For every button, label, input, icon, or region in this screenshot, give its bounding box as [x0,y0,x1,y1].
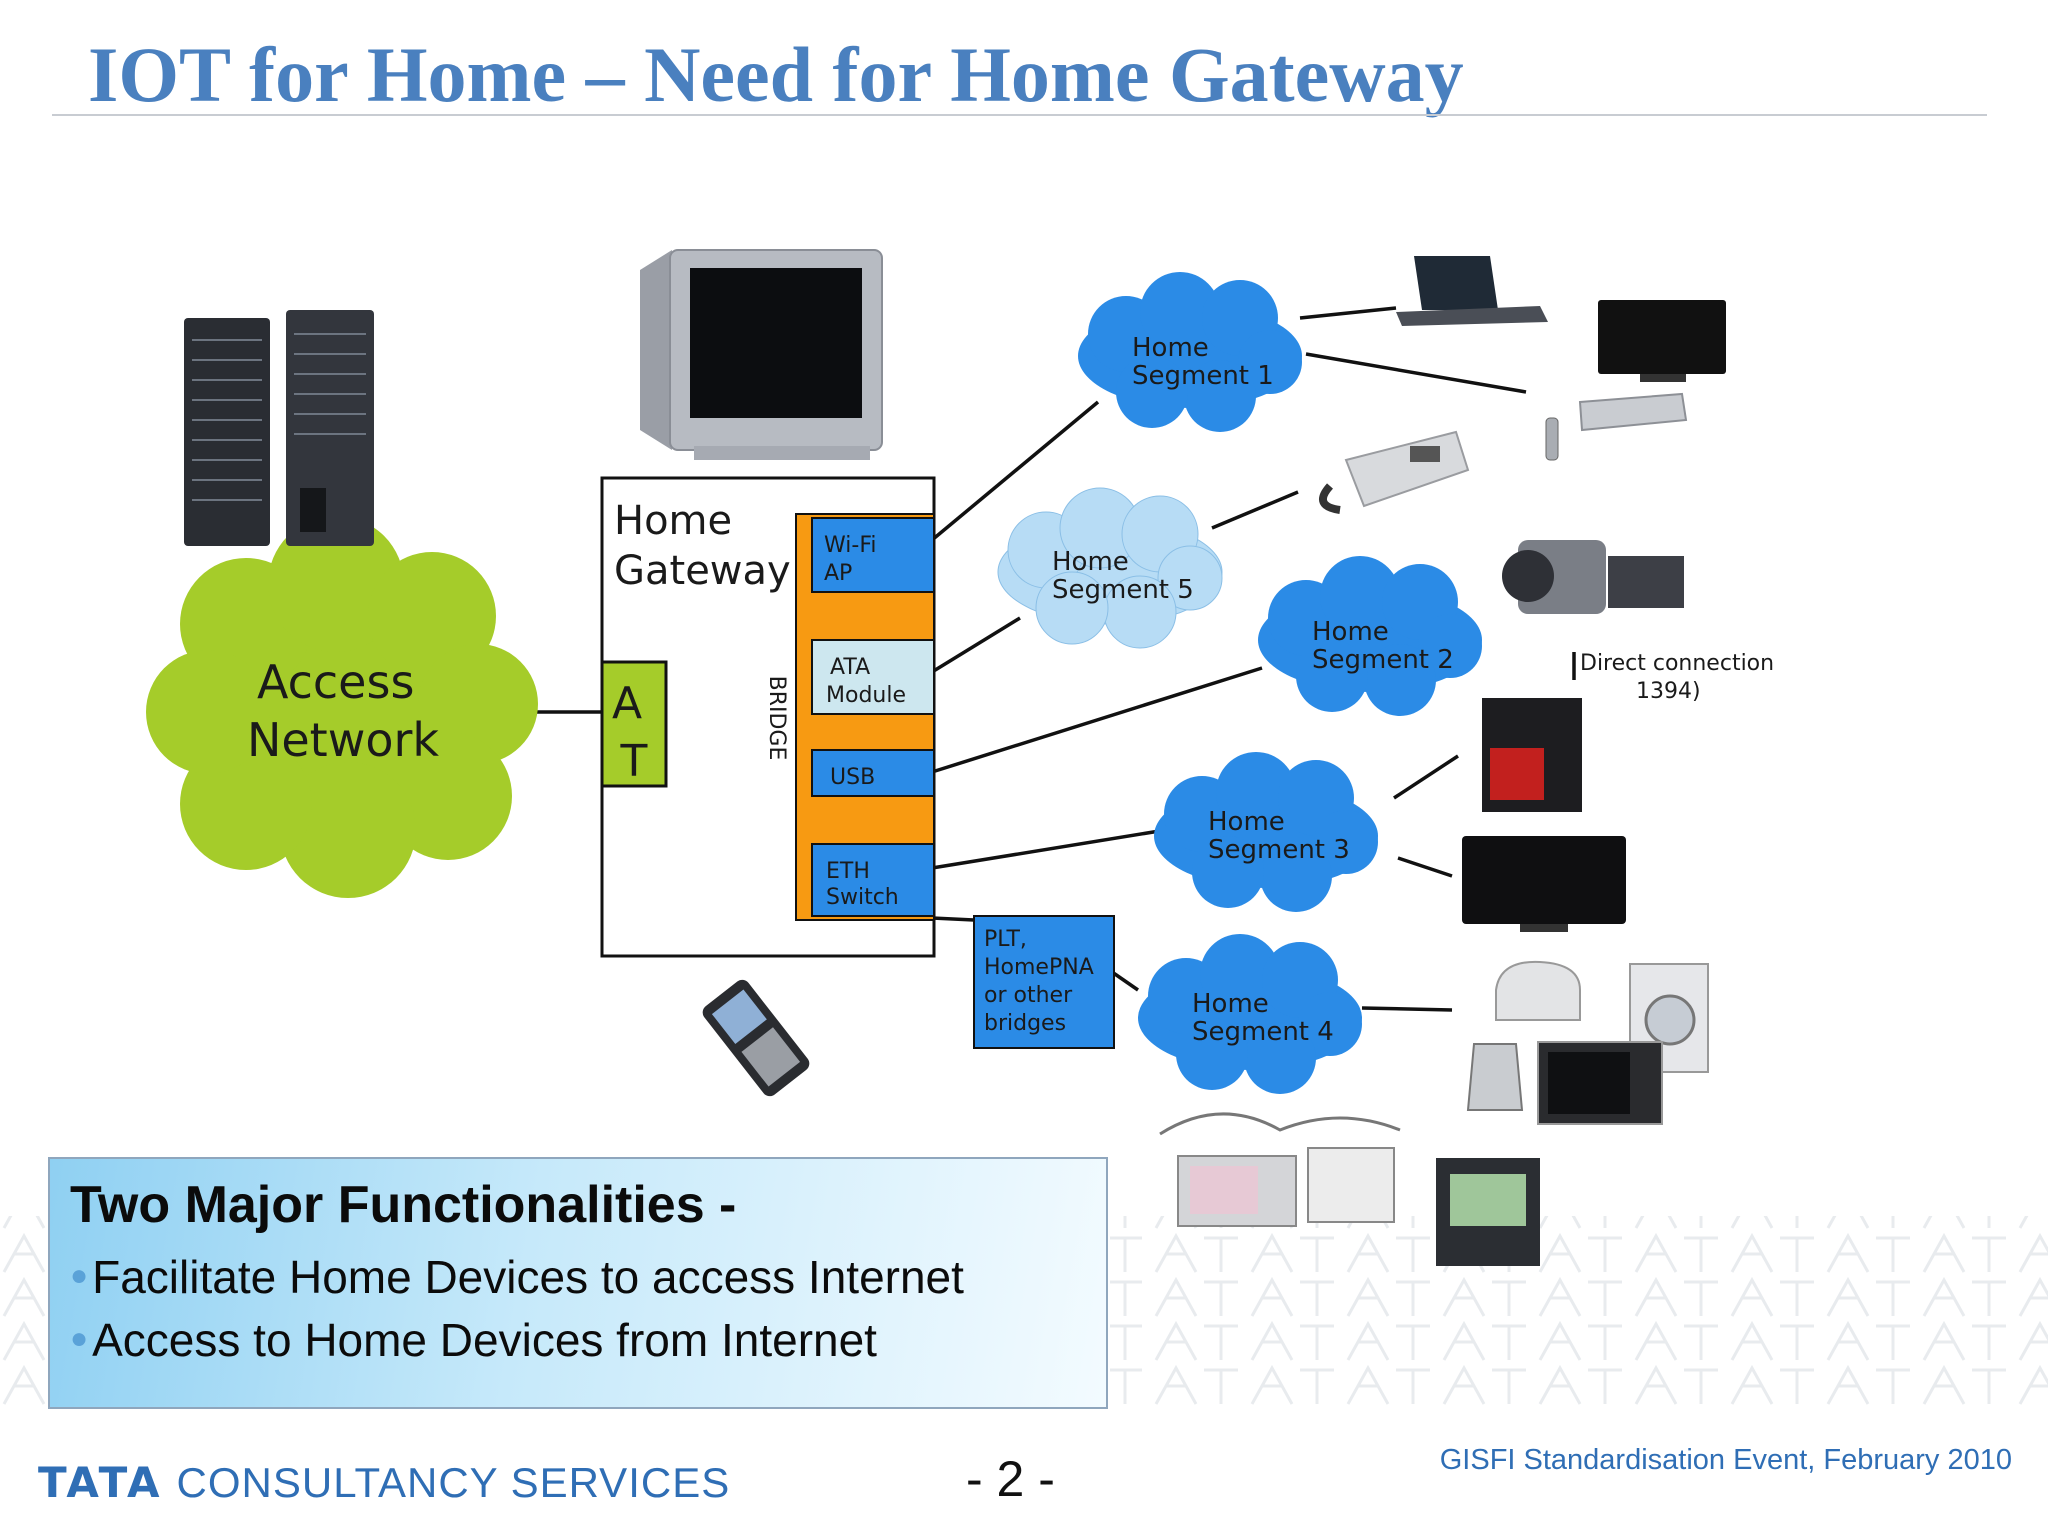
remote-icon [1545,417,1559,461]
svg-text:Direct connection 1394): Direct connection 1394) [1580,651,1781,704]
svg-text:ETH Switch: ETH Switch [826,859,899,910]
list-item: ●Access to Home Devices from Internet [70,1308,1086,1371]
logo-consultancy: CONSULTANCY SERVICES [176,1459,731,1506]
wifi-label: Wi-Fi [824,533,877,558]
access-network-label: Access [257,655,414,709]
eth-label-2: Switch [826,885,899,910]
flat-tv-icon [1598,300,1726,382]
plt-label-1: PLT, [984,927,1027,952]
segment-5-label-2: Segment 5 [1052,575,1194,605]
segment-4-label-2: Segment 4 [1192,1017,1334,1047]
home-segment-4-cloud: Home Segment 4 [1138,934,1362,1094]
svg-text:Home Segment 3: Home Segment 3 [1208,807,1350,865]
slide-title: IOT for Home – Need for Home Gateway [88,31,1464,118]
desk-phone-icon [1319,430,1470,514]
functionalities-list: ●Facilitate Home Devices to access Inter… [70,1245,1086,1371]
wifi-label-2: AP [824,561,852,586]
ata-label: ATA [830,655,870,680]
plt-label-3: or other [984,983,1073,1008]
at-letter-a: A [612,678,642,729]
direct-connection-label: Direct connection [1580,651,1774,676]
tata-watermark-left [0,1216,48,1406]
access-network-cloud: Access Network [146,516,538,898]
home-segment-3-cloud: Home Segment 3 [1154,752,1378,912]
svg-text:Home Segment 1: Home Segment 1 [1132,333,1274,391]
logo-tata: TATA [38,1458,163,1507]
home-gateway-label: Home [614,498,732,544]
bullet-icon: ● [70,1259,89,1292]
power-meter-icon [1436,1158,1540,1266]
svg-text:Home Segment 4: Home Segment 4 [1192,989,1334,1047]
segment-4-label: Home [1192,989,1269,1019]
segment-1-label-2: Segment 1 [1132,361,1274,391]
sensor-kit-icon [1159,1112,1401,1227]
segment-1-label: Home [1132,333,1209,363]
connection-lines [534,306,1576,1012]
kettle-icon [1466,1043,1524,1111]
svg-text:Home Segment 5: Home Segment 5 [1052,547,1194,605]
title-divider [52,114,1987,116]
tv-crt-icon [640,249,883,460]
plt-label-2: HomePNA [984,955,1094,980]
segment-2-label-2: Segment 2 [1312,645,1454,675]
segment-3-label: Home [1208,807,1285,837]
tata-watermark-right [1110,1216,2048,1406]
toaster-icon [1495,960,1581,1021]
ata-label-2: Module [826,683,906,708]
svg-text:Home Gateway: Home Gateway [614,498,791,594]
segment-3-label-2: Segment 3 [1208,835,1350,865]
plt-label-4: bridges [984,1011,1066,1036]
functionalities-box: Two Major Functionalities - ●Facilitate … [48,1157,1108,1409]
svg-text:PLT, HomePNA o: PLT, HomePNA or other bridges [984,927,1101,1036]
laptop-icon [1396,256,1548,326]
direct-connection-label-2: 1394) [1636,679,1701,704]
home-segment-2-cloud: Home Segment 2 [1258,556,1482,716]
plt-bridges-box: PLT, HomePNA or other bridges [973,915,1115,1049]
bridge-label: BRIDGE [764,676,789,761]
at-letter-t: T [620,736,648,787]
module-wifi-ap: Wi-Fi AP [811,517,935,593]
home-gateway-label-2: Gateway [614,548,791,594]
svg-text:A T: A T [612,678,656,787]
list-item: ●Facilitate Home Devices to access Inter… [70,1245,1086,1308]
camcorder-icon [1502,540,1684,614]
event-footer: GISFI Standardisation Event, February 20… [1439,1444,2012,1476]
bullet-text: Access to Home Devices from Internet [92,1314,877,1366]
bullet-icon: ● [70,1322,89,1355]
usb-label: USB [830,765,875,790]
mobile-phone-icon [702,979,810,1097]
svg-text:Home Segment 2: Home Segment 2 [1312,617,1454,675]
functionalities-heading: Two Major Functionalities - [70,1176,737,1234]
svg-text:Access Network: Access Network [247,655,439,767]
module-usb: USB [811,749,935,797]
tcs-logo: TATA CONSULTANCY SERVICES [38,1458,730,1507]
segment-2-label: Home [1312,617,1389,647]
lcd-tv-icon [1462,836,1626,932]
microwave-icon [1537,1041,1663,1125]
module-eth-switch: ETH Switch [811,843,935,917]
home-segment-5-cloud: Home Segment 5 [997,487,1223,649]
desktop-pc-icon [1482,698,1582,812]
server-icon [184,310,374,546]
access-network-label-2: Network [247,713,439,767]
at-block [600,660,668,788]
svg-text:Wi-Fi AP: Wi-Fi AP [824,533,884,586]
eth-label: ETH [826,859,870,884]
page-number: - 2 - [966,1451,1055,1507]
home-segment-1-cloud: Home Segment 1 [1078,272,1302,432]
bullet-text: Facilitate Home Devices to access Intern… [92,1251,964,1303]
segment-5-label: Home [1052,547,1129,577]
set-top-box-icon [1578,392,1688,432]
svg-text:ATA Module: ATA Module [826,655,906,708]
module-ata: ATA Module [811,639,935,715]
